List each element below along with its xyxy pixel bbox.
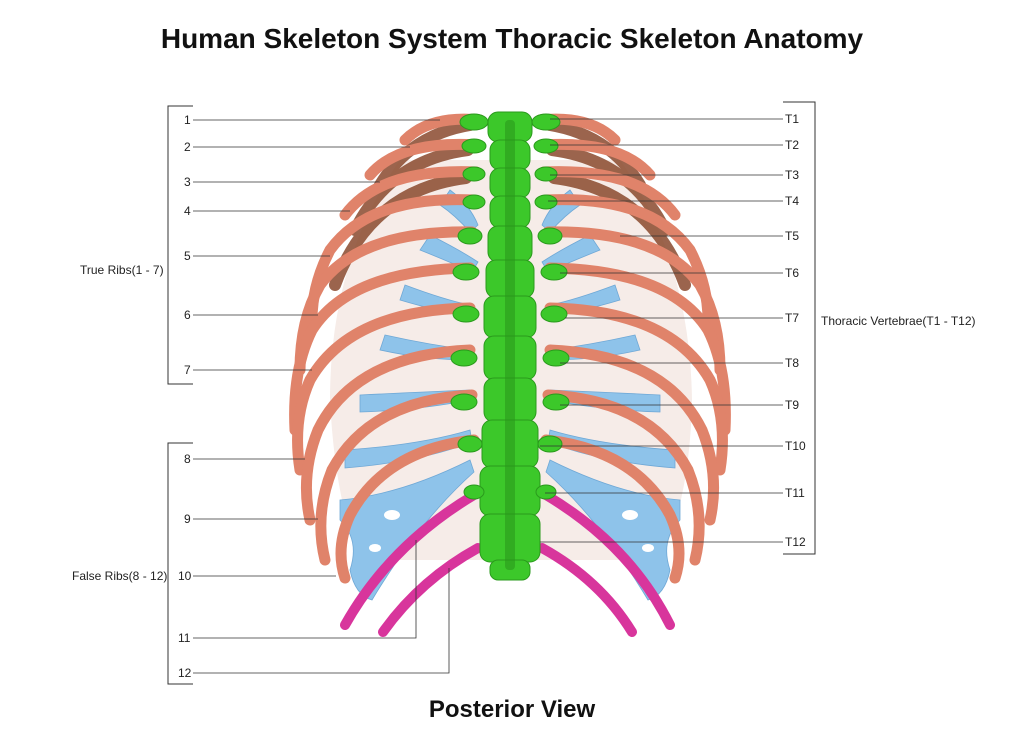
vertebra-label-t9: T9 [785,398,799,412]
rib-10-right [540,434,685,584]
rib-label-8: 8 [184,452,191,466]
rib-leaders [193,119,450,674]
false-ribs-label: False Ribs(8 - 12) [72,569,167,583]
rib-8-left [300,344,476,526]
vertebrae-bracket: Thoracic Vertebrae(T1 - T12) [783,101,976,555]
rib-label-5: 5 [184,249,191,263]
true-ribs-label: True Ribs(1 - 7) [80,263,164,277]
rib-label-4: 4 [184,204,191,218]
rib-8-right [544,344,720,526]
rib-labels: 1 2 3 4 5 6 7 8 9 10 11 12 [178,113,192,680]
rib-7-right [544,302,728,476]
rib-label-12: 12 [178,666,192,680]
vertebra-label-t3: T3 [785,168,799,182]
rib-label-10: 10 [178,569,192,583]
rib-label-1: 1 [184,113,191,127]
rib-label-11: 11 [178,631,191,645]
vertebra-label-t1: T1 [785,112,799,126]
rib-3-left [339,166,482,221]
rib-label-2: 2 [184,140,191,154]
rib-3-right [538,166,681,221]
vertebra-label-t8: T8 [785,356,799,370]
rib-12-right [537,543,637,637]
rib-5-left [294,226,478,376]
vertebra-labels: T1 T2 T3 T4 T5 T6 T7 T8 T9 T10 T11 T12 [785,112,806,549]
rib-11-right [541,490,675,630]
rib-cage [289,111,731,637]
rib-5-right [542,226,726,376]
vertebra-label-t5: T5 [785,229,799,243]
rib-label-3: 3 [184,175,191,189]
rib-10-left [335,434,480,584]
rib-6-left [289,262,476,436]
rib-12-left [378,543,483,637]
ribs-right [534,113,731,584]
page-title: Human Skeleton System Thoracic Skeleton … [161,23,864,54]
rib-9-left [315,389,478,566]
floating-ribs [340,490,675,637]
vertebra-label-t7: T7 [785,311,799,325]
vertebra-label-t6: T6 [785,266,799,280]
true-ribs-bracket: True Ribs(1 - 7) [80,105,193,385]
view-subtitle: Posterior View [429,696,596,723]
vertebra-label-t4: T4 [785,194,799,208]
rib-label-9: 9 [184,512,191,526]
rib-label-7: 7 [184,363,191,377]
vertebra-label-t11: T11 [785,486,805,500]
vertebra-label-t10: T10 [785,439,806,453]
rib-11-left [340,490,479,630]
vertebra-leaders [540,118,783,543]
rib-9-right [542,389,705,566]
rib-7-left [292,302,476,476]
vertebral-column [450,111,570,581]
thoracic-vertebrae-label: Thoracic Vertebrae(T1 - T12) [821,314,976,328]
vertebra-label-t2: T2 [785,138,799,152]
false-ribs-bracket: False Ribs(8 - 12) [72,442,193,685]
vertebra-label-t12: T12 [785,535,806,549]
rib-label-6: 6 [184,308,191,322]
rib-6-right [544,262,731,436]
